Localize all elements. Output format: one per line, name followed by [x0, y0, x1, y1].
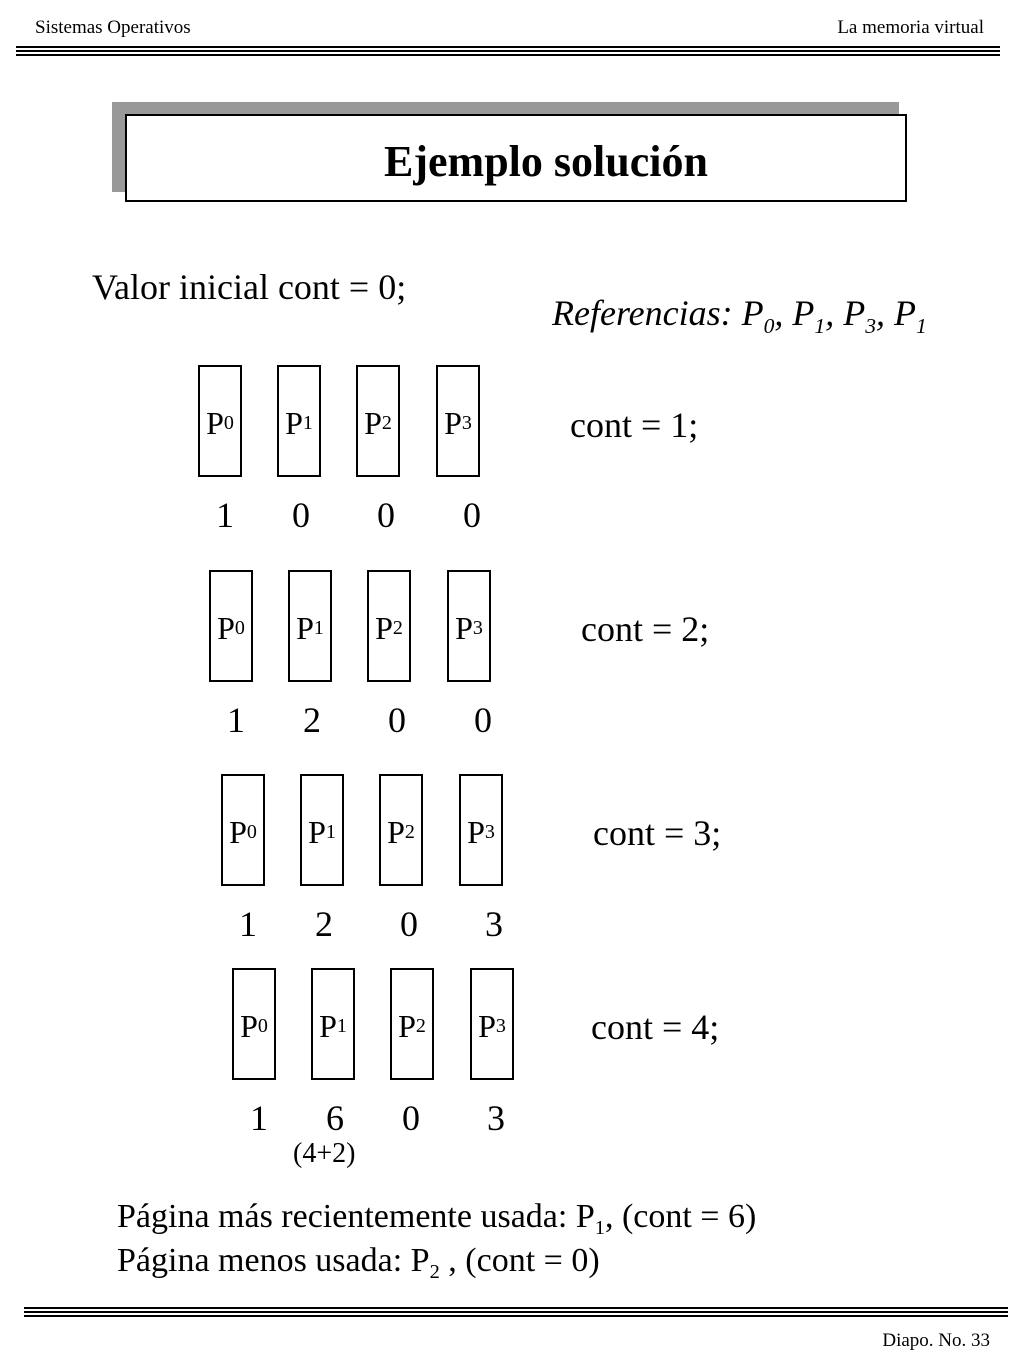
reference-page: P0,	[741, 293, 784, 339]
page-counter-value: 0	[474, 700, 492, 740]
footer-divider	[24, 1307, 1008, 1309]
header-divider	[16, 54, 1000, 56]
cont-value-text: cont = 4;	[591, 1007, 720, 1047]
page-counter-value: 3	[487, 1098, 505, 1138]
header-divider	[16, 50, 1000, 52]
page-counter-value: 6	[326, 1098, 344, 1138]
page-counter-value: 1	[216, 495, 234, 535]
page-counter-value: 0	[402, 1098, 420, 1138]
page-counter-value: 0	[377, 495, 395, 535]
header-course-title: Sistemas Operativos	[35, 17, 191, 38]
page-counter-value: 0	[463, 495, 481, 535]
initial-value-text: Valor inicial cont = 0;	[92, 267, 407, 307]
page-counter-value: 2	[315, 904, 333, 944]
header-divider	[16, 46, 1000, 48]
reference-page: P1	[884, 293, 927, 339]
page-counter-value: 0	[400, 904, 418, 944]
cont-value-text: cont = 3;	[593, 813, 722, 853]
reference-page: P1,	[783, 293, 835, 339]
page-counter-value: 1	[239, 904, 257, 944]
page-counter-value: 1	[250, 1098, 268, 1138]
footer-divider	[24, 1315, 1008, 1317]
slide-number: Diapo. No. 33	[882, 1330, 990, 1351]
page-counter-value: 1	[227, 700, 245, 740]
slide-title: Ejemplo solución	[384, 137, 708, 186]
page-counter-value: 0	[388, 700, 406, 740]
cont-value-text: cont = 1;	[570, 405, 699, 445]
cont-value-text: cont = 2;	[581, 609, 710, 649]
footer-divider	[24, 1311, 1008, 1313]
least-used-page-text: Página menos usada: P2 , (cont = 0)	[117, 1242, 600, 1283]
page-counter-value: 3	[485, 904, 503, 944]
page-counter-value: 2	[303, 700, 321, 740]
title-box	[125, 114, 907, 202]
references-list: P0, P1, P3, P1	[741, 293, 927, 339]
reference-page: P3,	[834, 293, 885, 339]
most-recent-page-text: Página más recientemente usada: P1, (con…	[117, 1198, 757, 1239]
counter-sum-note: (4+2)	[293, 1138, 356, 1169]
page-counter-value: 0	[292, 495, 310, 535]
references-text: Referencias: P0, P1, P3, P1	[552, 292, 927, 339]
header-topic-title: La memoria virtual	[837, 17, 984, 38]
references-label: Referencias:	[552, 293, 733, 333]
